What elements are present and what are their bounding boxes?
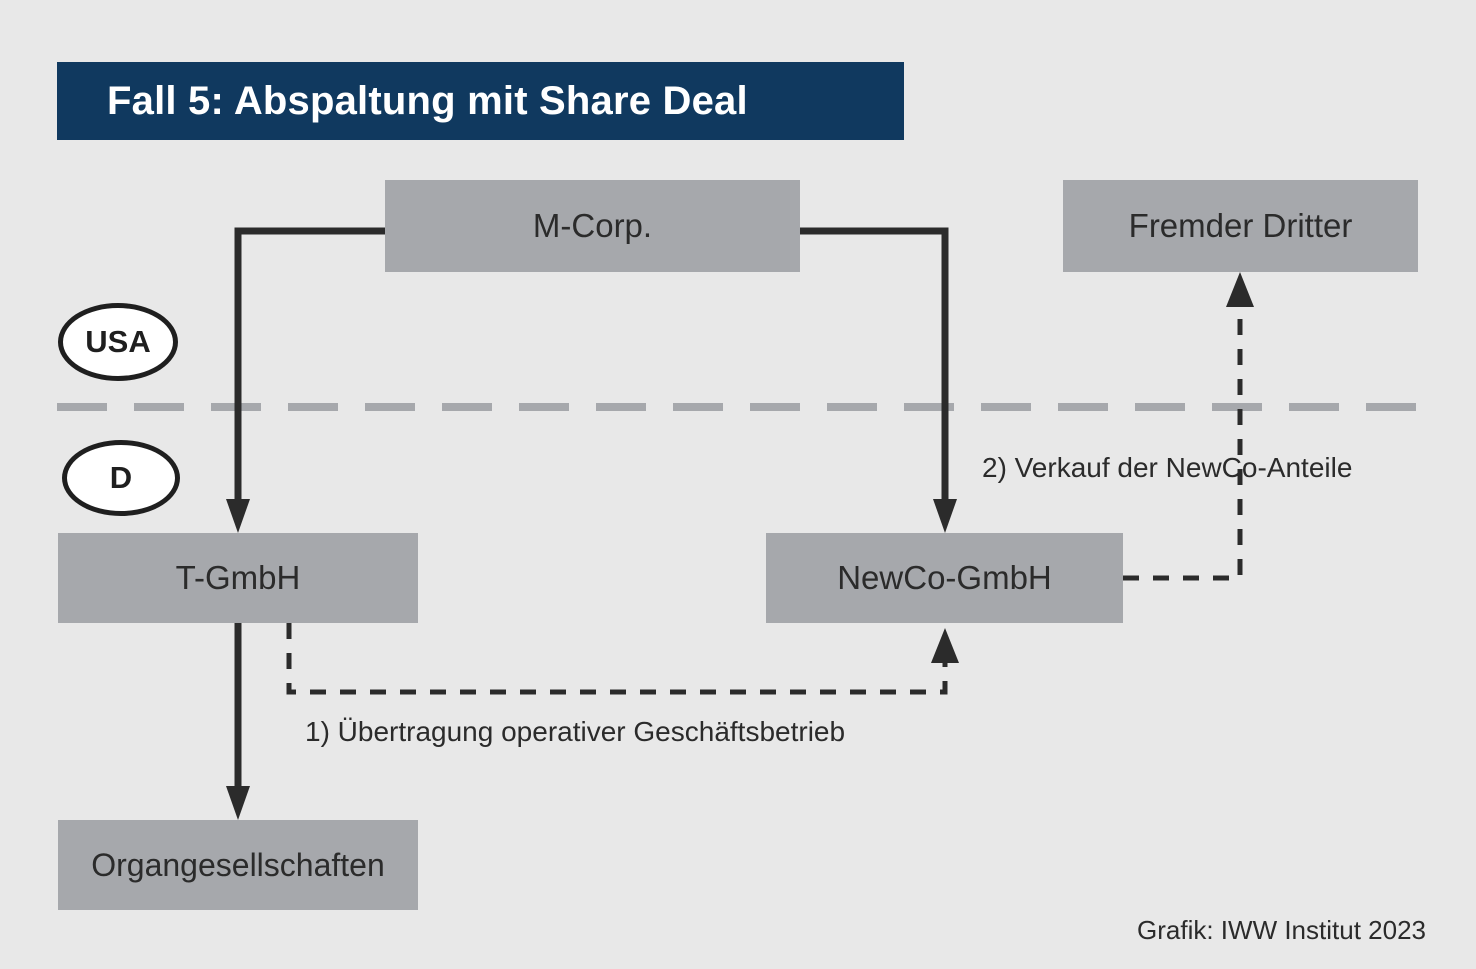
arrowhead-up-fremder-step2 (1226, 272, 1254, 307)
connector-step1-tgmbh-to-newco (286, 623, 959, 695)
jurisdiction-label-usa: USA (85, 324, 151, 359)
step-label-2: 2) Verkauf der NewCo-Anteile (982, 452, 1353, 483)
entity-box-t-gmbh: T-GmbH (58, 533, 418, 623)
jurisdiction-badge-d: D (62, 440, 180, 516)
entity-label-m-corp: M-Corp. (532, 207, 653, 244)
arrowhead-down-newco (933, 499, 957, 533)
title-banner: Fall 5: Abspaltung mit Share Deal (57, 62, 904, 140)
entity-box-m-corp: M-Corp. (385, 180, 800, 272)
entity-label-organgesellschaften: Organgesellschaften (91, 846, 385, 883)
arrowhead-down-organ (226, 786, 250, 820)
entity-box-organgesellschaften: Organgesellschaften (58, 820, 418, 910)
entity-box-newco-gmbh: NewCo-GmbH (766, 533, 1123, 623)
entity-box-fremder-dritter: Fremder Dritter (1063, 180, 1418, 272)
entity-label-t-gmbh: T-GmbH (175, 559, 301, 596)
connector-step2-newco-to-fremder (1123, 272, 1254, 581)
connector-tgmbh-to-organgesellschaften (226, 623, 250, 820)
arrowhead-up-newco-step1 (931, 628, 959, 663)
entity-label-fremder-dritter: Fremder Dritter (1128, 207, 1353, 244)
step-label-1: 1) Übertragung operativer Geschäftsbetri… (305, 716, 846, 747)
jurisdiction-label-d: D (109, 460, 133, 495)
credit-line: Grafik: IWW Institut 2023 (1137, 915, 1426, 945)
connector-mcorp-to-tgmbh (226, 227, 385, 533)
entity-label-newco-gmbh: NewCo-GmbH (837, 559, 1052, 596)
connector-mcorp-to-newco (800, 227, 957, 533)
jurisdiction-divider (57, 403, 1419, 411)
arrowhead-down-tgmbh (226, 499, 250, 533)
jurisdiction-badge-usa: USA (58, 303, 178, 381)
page-title: Fall 5: Abspaltung mit Share Deal (107, 78, 748, 123)
